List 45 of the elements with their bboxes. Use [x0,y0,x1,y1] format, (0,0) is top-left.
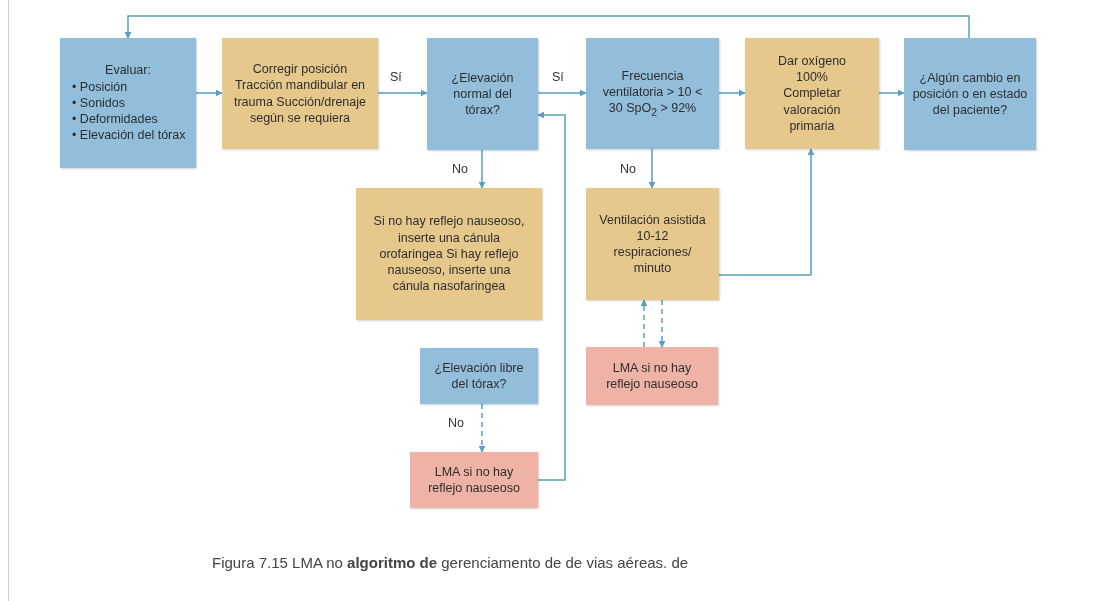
alternative-box [410,452,538,508]
assessment-box [427,38,538,150]
action-box [745,38,879,149]
edge-label: No [446,416,466,430]
dashed-arrow [640,299,648,348]
arrow [195,89,223,97]
edge-label: No [618,162,638,176]
arrow [537,111,566,481]
node-text: Frecuencia ventilatoria > 10 < 30 SpO$_{2}$ > 92% [601,67,704,120]
edge-label: Sí [388,70,404,84]
node-text: Ventilación asistida 10-12 respiraciones/ minuto [598,211,707,277]
edge-label: Sí [550,70,566,84]
bullet-item: • Posición [72,78,129,95]
node-text: Corregir posición Tracción mandibular en trauma Succión/drenaje según se requiera [233,61,367,126]
assessment-box [904,38,1036,150]
assessment-box [586,38,719,149]
bullet-item: • Sonidos [72,94,127,112]
node-text: Si no hay reflejo nauseoso, inserte una cánula orofaringea Si hay reflejo nauseoso, inserte una cánula nasofaringea [372,213,526,295]
dashed-arrow [658,299,666,348]
node-text: ¿Elevación libre del tórax? [433,359,525,393]
node-text: ¿Algún cambio en posición o en estado del paciente? [911,69,1029,119]
alternative-box [586,347,718,405]
arrow [878,89,905,97]
dashed-arrow [478,403,486,453]
arrow [537,89,587,97]
arrow [718,148,815,276]
arrow [478,149,486,189]
node-text: Dar oxígeno 100% Completar valoración primaria [776,52,848,135]
assessment-box [420,348,538,404]
figure-caption: Figura 7.15 LMA no algoritmo de gerenciamento de de vias aéreas. de [212,554,689,571]
action-box [586,188,719,300]
action-box [356,188,542,320]
arrow [648,148,656,189]
bullet-item: • Deformidades [72,111,159,128]
node-text: ¿Elevación normal del tórax? [450,69,515,119]
node-text: LMA si no hay reflejo nauseoso [605,359,699,393]
node-heading: Evaluar: [105,62,151,79]
arrow [718,89,746,97]
assessment-box [60,38,196,168]
bullet-item: • Elevación del tórax [72,127,186,144]
action-box [222,38,378,149]
node-text: LMA si no hay reflejo nauseoso [427,463,521,497]
edge-label: No [450,162,470,176]
arrow [377,89,428,97]
arrow [124,15,970,39]
